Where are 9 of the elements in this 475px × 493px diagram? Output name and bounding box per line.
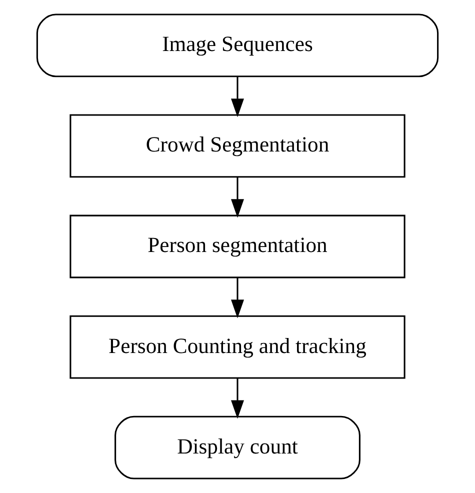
node-box: Crowd Segmentation bbox=[70, 114, 406, 178]
node-box: Person Counting and tracking bbox=[70, 315, 406, 379]
arrow bbox=[231, 76, 244, 118]
arrow bbox=[231, 378, 244, 419]
node-box: Image Sequences bbox=[36, 14, 439, 78]
node-box: Person segmentation bbox=[70, 214, 406, 278]
arrow bbox=[231, 278, 244, 318]
node-box: Display count bbox=[114, 416, 360, 480]
arrow bbox=[231, 177, 244, 218]
